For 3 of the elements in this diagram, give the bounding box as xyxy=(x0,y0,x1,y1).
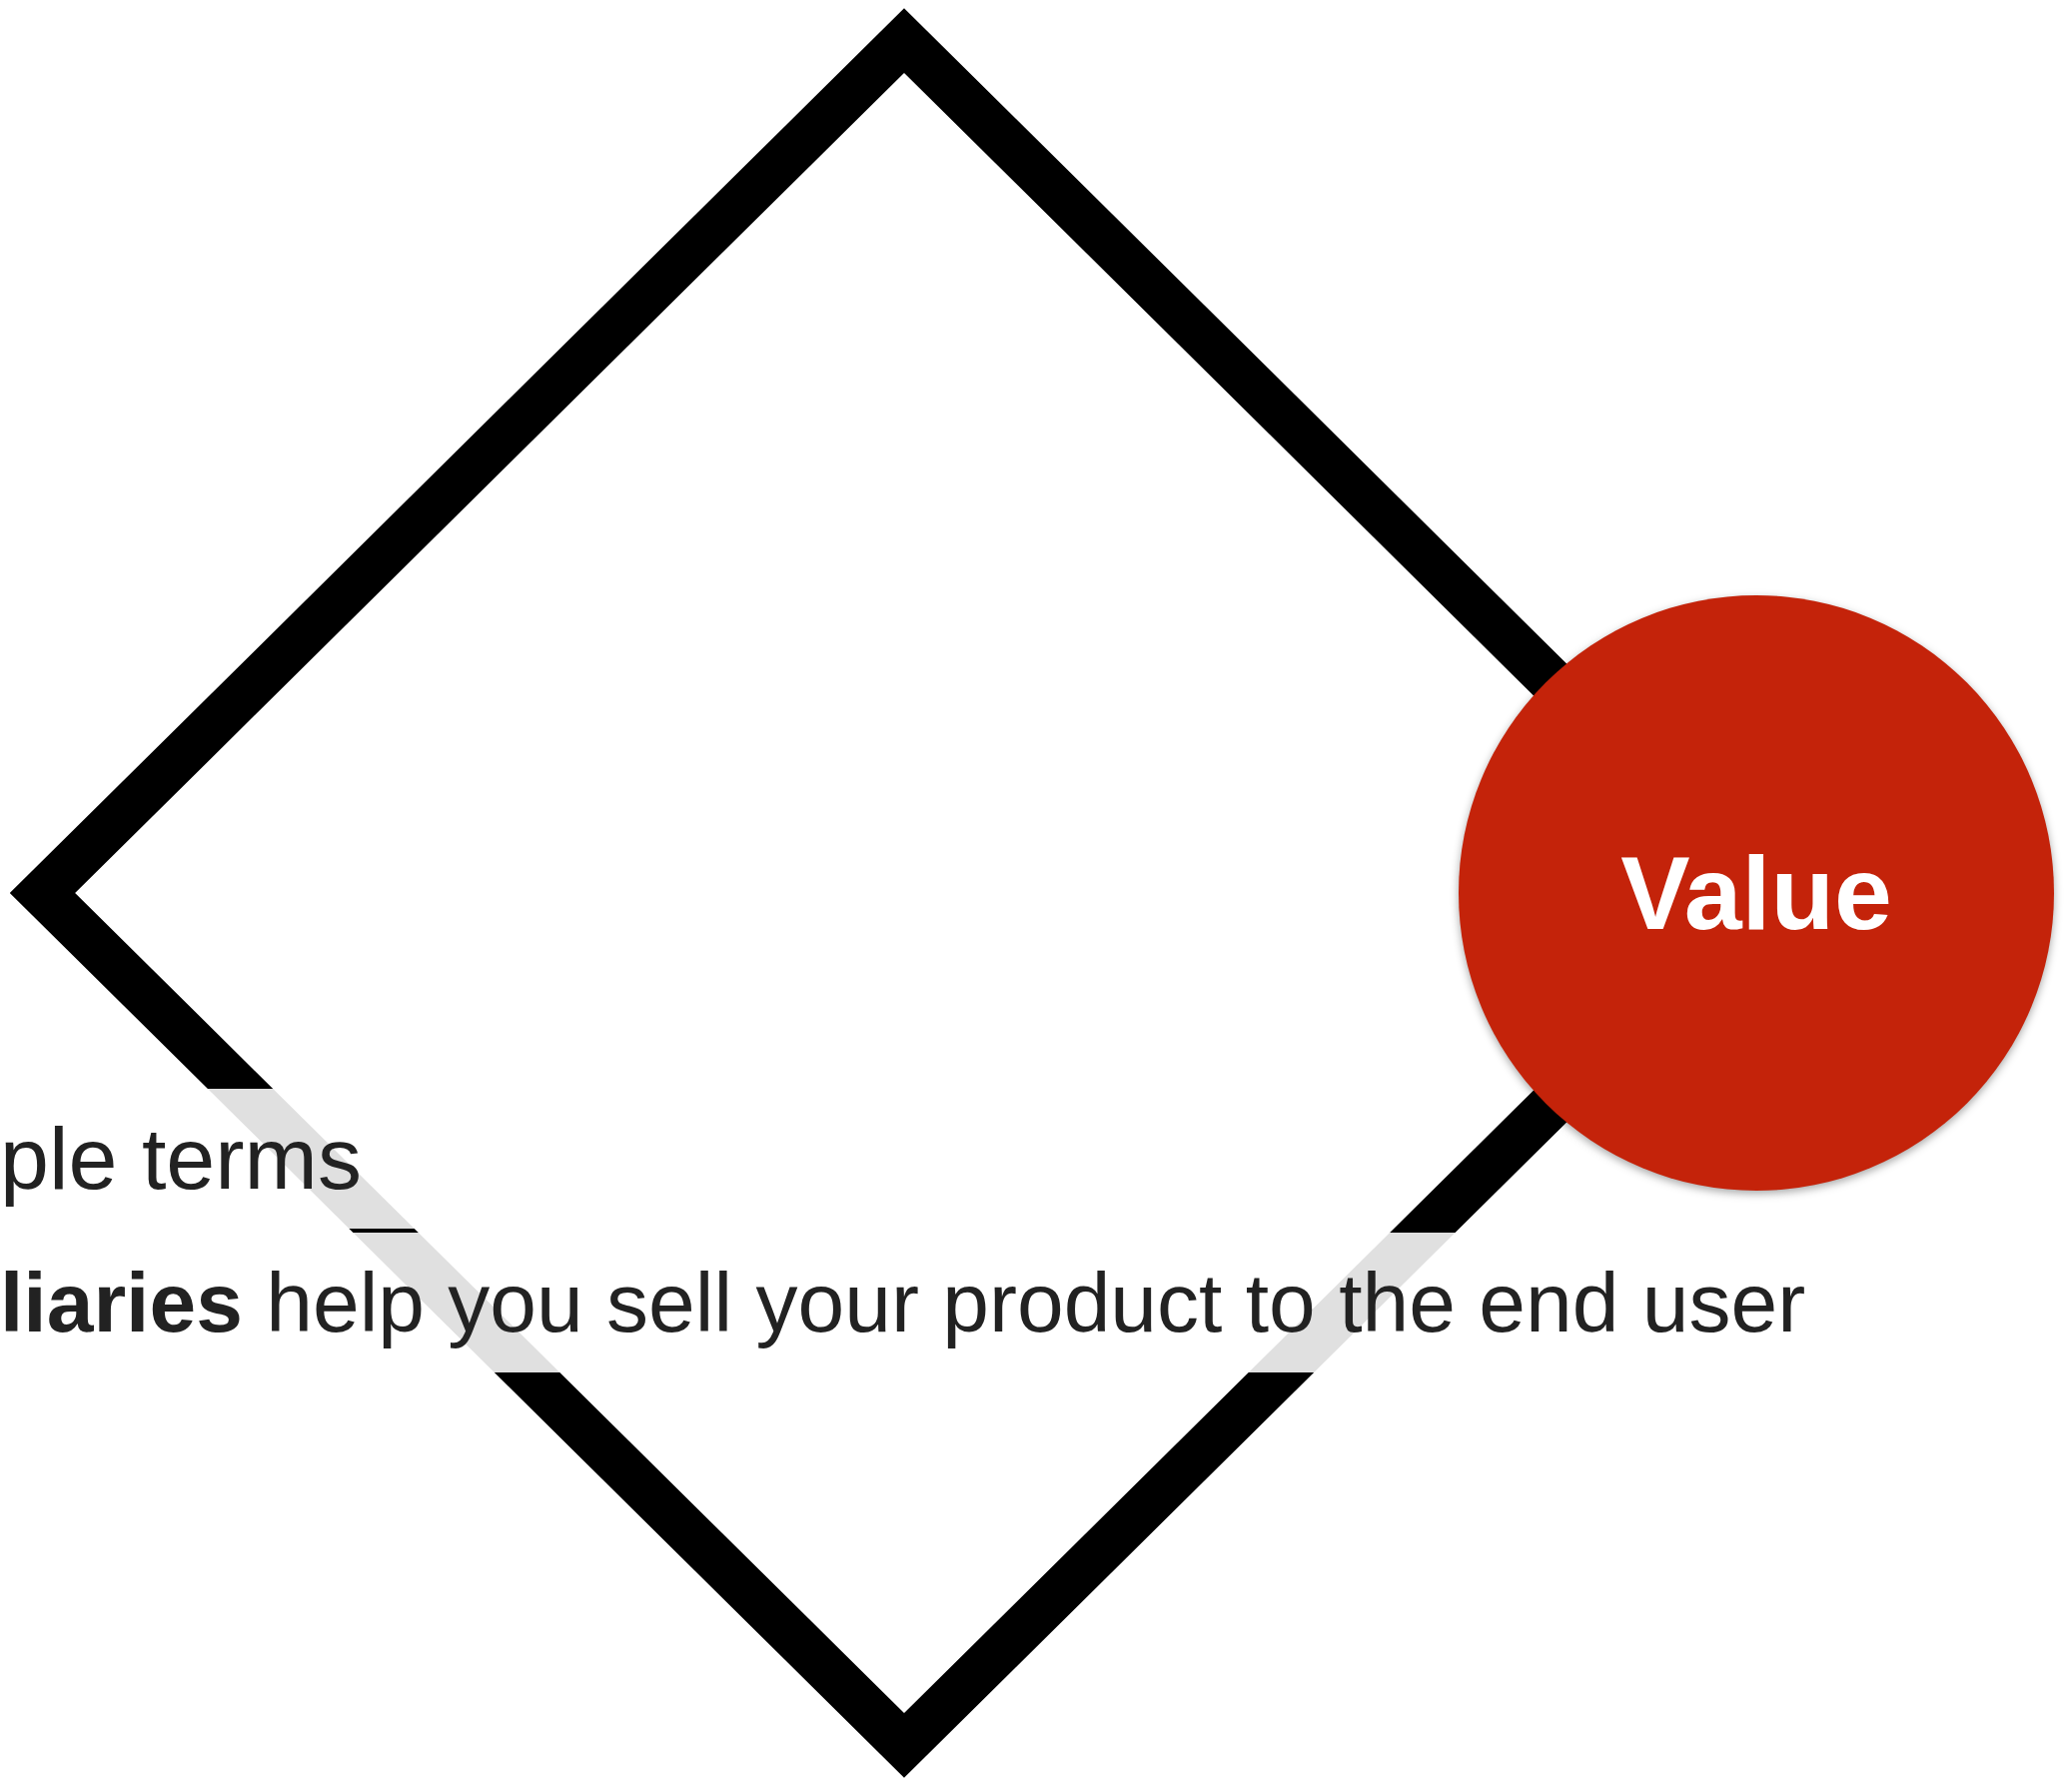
text-line: ple terms xyxy=(0,1108,362,1210)
text-line: liaries help you sell your product to the end user xyxy=(0,1254,1806,1351)
circle-label: Value xyxy=(1620,833,1892,953)
